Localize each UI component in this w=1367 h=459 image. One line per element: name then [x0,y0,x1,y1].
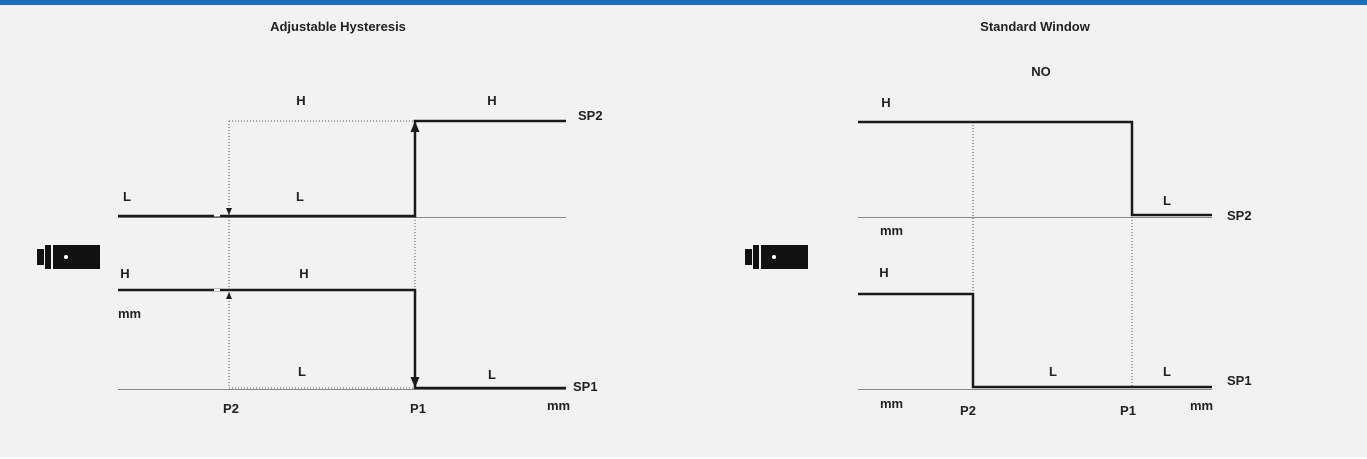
sp1-level-before: H [120,266,129,281]
hysteresis-traces [118,119,566,390]
standard-window-title: Standard Window [980,19,1091,34]
p2-arrow-down [226,208,232,215]
sp1-setpoint-label: SP1 [573,379,598,394]
window-sp2-unit-label: mm [880,223,903,238]
sensor-icon [37,245,100,269]
window-sp1-level-middle: L [1049,364,1057,379]
sp1-hysteresis-level: L [298,364,306,379]
window-sp1-level-after: L [1163,364,1171,379]
header-accent-bar [0,0,1367,5]
axis-unit-label: mm [547,398,570,413]
sp2-level-before-inner: L [296,189,304,204]
sensor-icon [745,245,808,269]
sp2-level-after: H [487,93,496,108]
window-guides [972,122,1133,388]
sp2-output-trace [118,119,566,218]
p1-label: P1 [410,401,426,416]
sp2-switch-arrow-up [410,121,420,132]
window-sp1-setpoint-label: SP1 [1227,373,1252,388]
sp2-setpoint-label: SP2 [578,108,603,123]
sp1-level-after: L [488,367,496,382]
adjustable-hysteresis-title: Adjustable Hysteresis [270,19,406,34]
window-sp1-level-before: H [879,265,888,280]
window-sp2-setpoint-label: SP2 [1227,208,1252,223]
window-sp2-level-after: L [1163,193,1171,208]
window-sp2-output-trace [858,120,1212,217]
window-baselines [858,217,1212,390]
window-sp2-level-before: H [881,95,890,110]
sp1-unit-label: mm [118,306,141,321]
hysteresis-baselines [118,217,566,390]
sp2-hysteresis-level: H [296,93,305,108]
panel-background [0,5,1367,457]
window-p2-label: P2 [960,403,976,418]
hysteresis-arrowheads [226,121,420,388]
sp1-output-trace [118,288,566,390]
p2-arrow-up [226,292,232,299]
sp2-level-before: L [123,189,131,204]
mode-label: NO [1031,64,1051,79]
window-axis-unit-right: mm [1190,398,1213,413]
window-sp1-output-trace [858,292,1212,389]
hysteresis-guides [228,120,416,389]
adjustable-hysteresis-diagram: Adjustable Hysteresis [37,19,603,416]
window-traces [858,120,1212,389]
standard-window-diagram: Standard Window NO H L SP2 [745,19,1252,418]
sp1-level-before-inner: H [299,266,308,281]
window-p1-label: P1 [1120,403,1136,418]
window-axis-unit-left: mm [880,396,903,411]
sp1-switch-arrow-down [410,377,420,388]
p2-label: P2 [223,401,239,416]
